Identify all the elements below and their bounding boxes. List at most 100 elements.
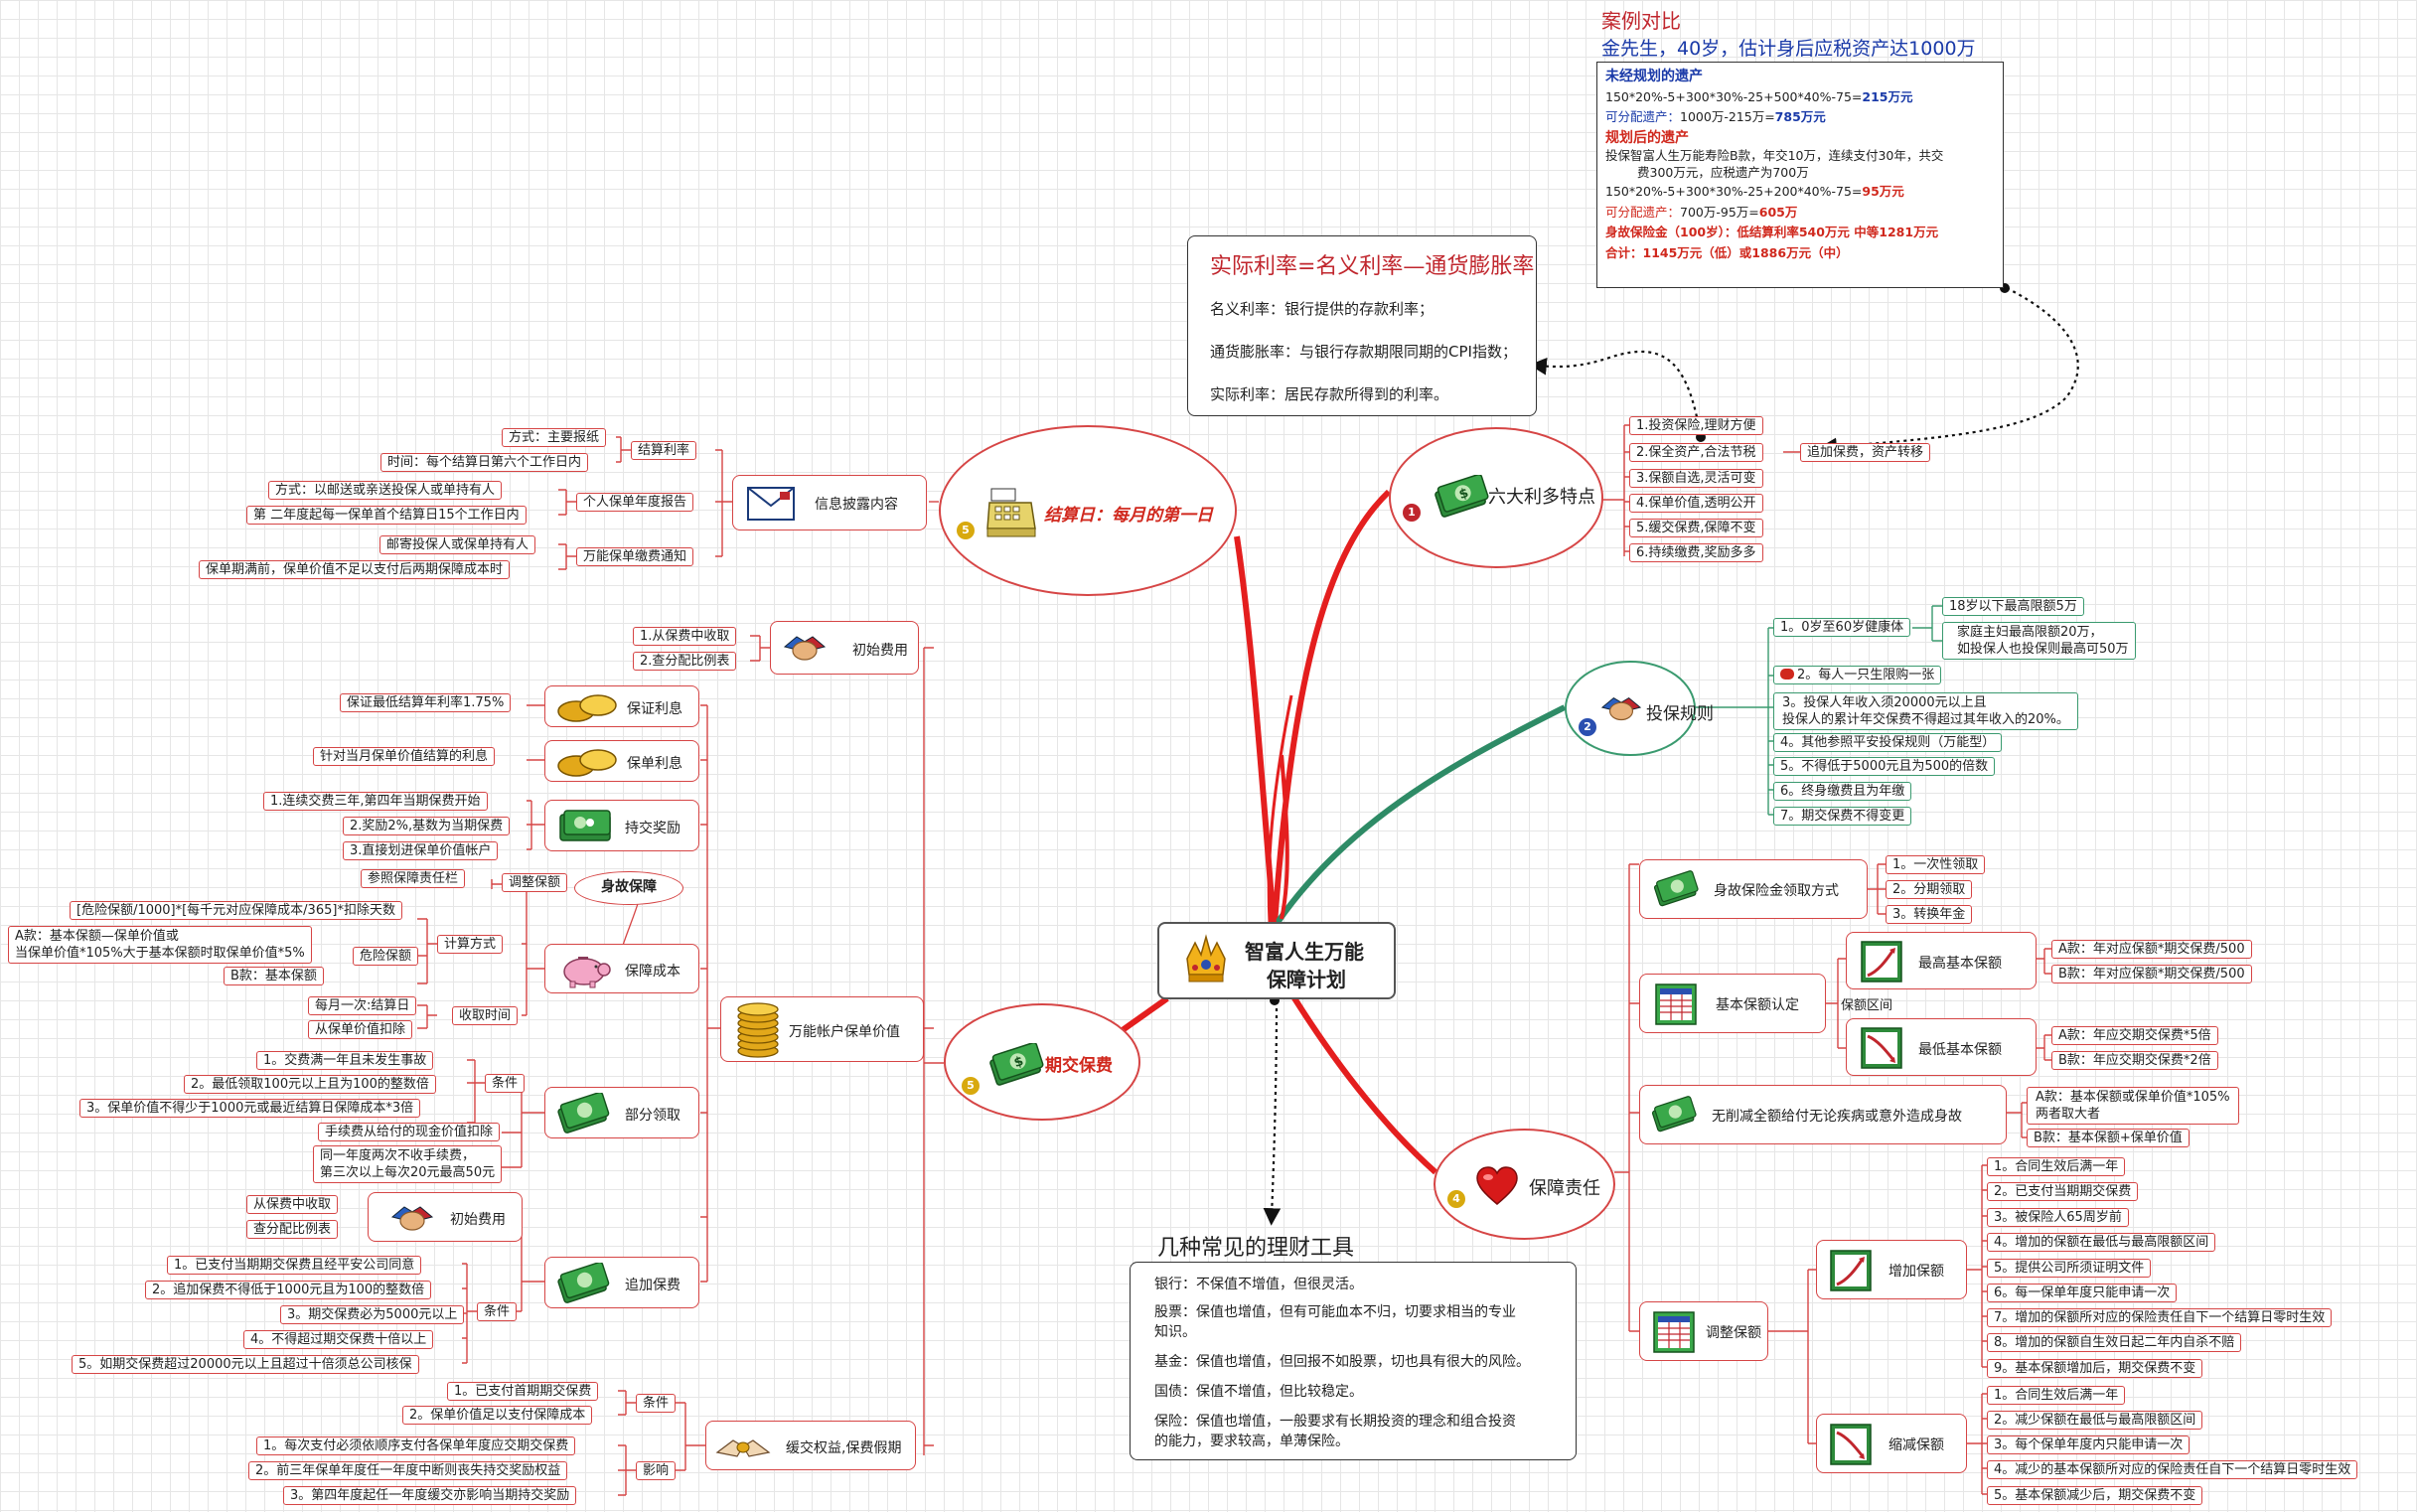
min-amount-b: B款：年应交期交保费*2倍 <box>2051 1051 2218 1070</box>
central-topic[interactable]: 智富人生万能 保障计划 <box>1157 922 1396 999</box>
dotted-to-tools <box>1263 1000 1282 1226</box>
increase-rule-9: 9。基本保额增加后，期交保费不变 <box>1987 1359 2203 1378</box>
money-icon <box>1652 866 1700 914</box>
increase-rule-5: 5。提供公司所须证明文件 <box>1987 1259 2152 1278</box>
holiday-condition: 条件 <box>636 1394 677 1413</box>
branch-number: 5 <box>957 522 975 539</box>
decrease-rule-5: 5。基本保额减少后，期交保费不变 <box>1987 1486 2203 1505</box>
additional-initial-fee-card[interactable]: 初始费用 <box>368 1192 523 1242</box>
branch-title: 六大利多特点 <box>1488 487 1595 508</box>
increase-rule-8: 8。增加的保额自生效日起二年内自杀不赔 <box>1987 1333 2242 1352</box>
branch-number: 5 <box>962 1077 980 1095</box>
initial-fee-1: 1.从保费中收取 <box>633 627 737 646</box>
rate-title: 实际利率=名义利率—通货膨胀率 <box>1210 254 1535 279</box>
disclosure-rate-method: 方式：主要报纸 <box>502 428 607 447</box>
increase-rule-7: 7。增加的保额所对应的保险责任自下一个结算日零时生效 <box>1987 1308 2333 1327</box>
basic-amount-card[interactable]: 基本保额认定 <box>1639 974 1826 1033</box>
central-line-2: 保障计划 <box>1267 968 1346 991</box>
benefit-item-6: 6.持续缴费,奖励多多 <box>1629 543 1763 562</box>
adjust-amount-ref: 参照保障责任栏 <box>361 869 466 888</box>
coins-icon <box>555 743 619 781</box>
initial-fee-card[interactable]: 初始费用 <box>770 621 919 675</box>
policy-interest-card[interactable]: 保单利息 <box>544 740 699 782</box>
payout-option-1: 1。一次性领取 <box>1886 855 1986 874</box>
svg-text:$: $ <box>1457 486 1470 503</box>
disclosure-rate: 结算利率 <box>631 441 697 460</box>
handshake-icon <box>388 1197 436 1241</box>
death-benefit-card[interactable]: 身故保险金领取方式 <box>1639 859 1868 919</box>
premium-holiday-card[interactable]: 缓交权益,保费假期 <box>705 1421 916 1470</box>
partial-withdrawal-label: 部分领取 <box>625 1108 680 1124</box>
branch-b2 <box>1274 704 1567 926</box>
max-amount-b: B款：年对应保额*期交保费/500 <box>2051 965 2252 983</box>
money-icon <box>1650 1092 1698 1139</box>
disclosure-card[interactable]: 信息披露内容 <box>732 475 927 530</box>
coin-stack-icon <box>729 1001 787 1059</box>
partial-withdrawal-card[interactable]: 部分领取 <box>544 1087 699 1138</box>
branch-coverage[interactable]: 4 保障责任 <box>1434 1129 1615 1240</box>
holiday-impact-1: 1。每次支付必须依顺序支付各保单年度应交期交保费 <box>256 1436 576 1455</box>
rate-line-1: 名义利率：银行提供的存款利率； <box>1210 300 1435 318</box>
decrease-rule-3: 3。每个保单年度内只能申请一次 <box>1987 1436 2190 1454</box>
case-row-6: 身故保险金（100岁）：低结算利率540万元 中等1281万元 <box>1605 225 1939 239</box>
additional-cond-2: 2。追加保费不得低于1000元且为100的整数倍 <box>145 1281 432 1299</box>
benefit-item-4: 4.保单价值,透明公开 <box>1629 494 1763 513</box>
collect-time-2: 从保单价值扣除 <box>308 1020 413 1039</box>
increase-amount-card[interactable]: 增加保额 <box>1816 1240 1967 1299</box>
rule-1: 1。0岁至60岁健康体 <box>1773 618 1911 637</box>
crown-icon <box>1183 932 1229 991</box>
rule-4: 4。其他参照平安投保规则（万能型） <box>1773 733 2003 752</box>
guaranteed-interest-card[interactable]: 保证利息 <box>544 685 699 727</box>
decrease-rule-4: 4。减少的基本保额所对应的保险责任自下一个结算日零时生效 <box>1987 1460 2358 1479</box>
guaranteed-interest-label: 保证利息 <box>627 701 682 717</box>
max-amount-card[interactable]: 最高基本保额 <box>1846 932 2037 989</box>
additional-cond-4: 4。不得超过期交保费十倍以上 <box>243 1330 434 1349</box>
trend-down-icon <box>1859 1025 1904 1071</box>
branch-title: 期交保费 <box>1045 1056 1113 1076</box>
rule-3: 3。投保人年收入须20000元以上且投保人的累计年交保费不得超过其年收入的20%… <box>1773 692 2078 730</box>
tools-title: 几种常见的理财工具 <box>1157 1236 1355 1261</box>
collect-time-1: 每月一次:结算日 <box>308 996 417 1015</box>
rule-7: 7。期交保费不得变更 <box>1773 807 1912 826</box>
branch-periodic-premium[interactable]: 5 $ 期交保费 <box>944 1003 1140 1121</box>
decrease-amount-label: 缩减保额 <box>1888 1437 1944 1453</box>
policy-interest-1: 针对当月保单价值结算的利息 <box>313 747 496 766</box>
branch-title: 投保规则 <box>1646 704 1714 724</box>
increase-rule-2: 2。已支付当期期交保费 <box>1987 1182 2139 1201</box>
decrease-rule-1: 1。合同生效后满一年 <box>1987 1386 2126 1405</box>
rate-line-2: 通货膨胀率：与银行存款期限同期的CPI指数； <box>1210 343 1517 361</box>
case-row-3a: 投保智富人生万能寿险B款，年交10万，连续支付30年，共交 <box>1605 148 1944 163</box>
min-amount-card[interactable]: 最低基本保额 <box>1846 1018 2037 1076</box>
additional-cond-5: 5。如期交保费超过20000元以上且超过十倍须总公司核保 <box>72 1355 419 1374</box>
collect-time: 收取时间 <box>452 1006 519 1025</box>
adjust-amount-tag: 调整保额 <box>502 873 568 892</box>
adjust-amount-label: 调整保额 <box>1706 1325 1761 1341</box>
handshake-icon <box>781 626 829 672</box>
benefit-item-2: 2.保全资产,合法节税 <box>1629 443 1763 462</box>
loyalty-bonus-3: 3.直接划进保单价值帐户 <box>343 841 499 860</box>
branch-underwriting-rules[interactable]: 2 投保规则 <box>1565 661 1714 756</box>
disclosure-rate-time: 时间：每个结算日第六个工作日内 <box>380 453 589 472</box>
spreadsheet-icon <box>1650 1308 1698 1356</box>
branch-number: 2 <box>1579 718 1596 736</box>
branch-six-benefits[interactable]: 1 $ 六大利多特点 <box>1389 427 1603 568</box>
additional-cond-3: 3。期交保费必为5000元以上 <box>280 1305 465 1324</box>
branch-settlement-day[interactable]: 5 结算日：每月的第一日 <box>939 425 1237 596</box>
account-value-label: 万能帐户保单价值 <box>789 1024 900 1040</box>
account-value-card[interactable]: 万能帐户保单价值 <box>720 996 924 1062</box>
adjust-amount-card[interactable]: 调整保额 <box>1639 1301 1768 1361</box>
additional-premium-card[interactable]: 追加保费 <box>544 1257 699 1308</box>
protection-cost-card[interactable]: 保障成本 <box>544 944 699 993</box>
loyalty-bonus-2: 2.奖励2%,基数为当期保费 <box>343 817 511 835</box>
full-payout-card[interactable]: 无削减全额给付无论疾病或意外造成身故 <box>1639 1085 2007 1144</box>
loyalty-bonus-card[interactable]: 持交奖励 <box>544 800 699 851</box>
tool-fund: 基金：保值也增值，但回报不如股票，切也具有很大的风险。 <box>1154 1354 1530 1370</box>
payment-notice-method: 邮寄投保人或保单持有人 <box>379 535 536 554</box>
branch-b4 <box>1288 991 1437 1175</box>
decrease-amount-card[interactable]: 缩减保额 <box>1816 1414 1967 1473</box>
holiday-cond-1: 1。已支付首期期交保费 <box>447 1382 599 1401</box>
money-icon: $ <box>987 1037 1045 1095</box>
rate-line-3: 实际利率：居民存款所得到的利率。 <box>1210 385 1449 403</box>
full-payout-label: 无削减全额给付无论疾病或意外造成身故 <box>1712 1109 1962 1125</box>
risk-amount: 危险保额 <box>353 947 419 966</box>
